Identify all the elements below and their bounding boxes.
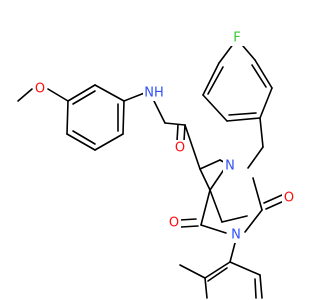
atom-label-ring-o5: O <box>169 216 179 231</box>
bond <box>265 200 285 210</box>
bond <box>207 267 228 282</box>
amide-carbonyl-oxygen-atom: O <box>173 140 187 156</box>
bond <box>122 100 125 135</box>
bond <box>229 261 261 276</box>
bond <box>153 100 166 124</box>
bond <box>200 189 211 226</box>
methoxy-oxygen-atom: O <box>33 81 47 97</box>
amide-nh-atom: NH <box>143 85 165 101</box>
atom-label-fluorine: F <box>233 31 240 46</box>
bond <box>229 242 236 263</box>
bond <box>228 112 257 116</box>
ring-o2-atom: O <box>282 190 296 206</box>
bond <box>66 133 96 151</box>
atom-label-layer: F NH O O N N O O <box>33 30 296 243</box>
bond <box>209 189 223 223</box>
atom-label-ring-n3: N <box>225 159 235 174</box>
bond <box>251 64 267 88</box>
ring-n1-atom: N <box>229 227 243 243</box>
ring-n3-atom: N <box>223 158 237 174</box>
bond <box>204 277 208 299</box>
bond <box>244 209 263 233</box>
bond <box>221 215 248 223</box>
atom-label-ring-o2: O <box>284 191 294 206</box>
bond <box>204 261 231 279</box>
bond <box>180 225 199 228</box>
bond <box>164 122 186 126</box>
bond <box>47 88 69 102</box>
bond <box>259 87 273 119</box>
bond <box>66 100 69 135</box>
molecule-structure: F NH O O N N O O <box>17 30 296 299</box>
bond <box>226 117 261 122</box>
bond <box>259 117 264 148</box>
bond <box>252 177 263 211</box>
bond <box>72 130 96 145</box>
bond <box>247 146 264 169</box>
bond <box>72 90 96 105</box>
bond <box>94 84 125 102</box>
bond <box>199 168 211 191</box>
ring-o5-atom: O <box>167 215 181 231</box>
bond <box>202 62 220 96</box>
atom-label-amide-nh: NH <box>144 86 164 101</box>
bond <box>202 94 228 122</box>
bond <box>183 124 186 142</box>
bond <box>209 167 226 191</box>
bond <box>259 274 263 299</box>
bond-layer <box>17 38 285 299</box>
fluorine-atom: F <box>230 30 244 46</box>
bond <box>254 59 273 89</box>
bond <box>179 264 206 279</box>
bond <box>263 194 283 204</box>
atom-label-amide-o: O <box>175 141 185 156</box>
bond <box>94 133 124 151</box>
bond <box>176 124 179 142</box>
bond <box>179 218 197 221</box>
atom-label-ring-n1: N <box>231 228 241 243</box>
bond <box>200 224 227 234</box>
atom-label-methoxy-o: O <box>35 82 45 97</box>
bond <box>207 66 224 95</box>
bond <box>184 124 201 170</box>
bond <box>254 278 257 299</box>
bond <box>199 159 221 170</box>
bond <box>17 88 33 102</box>
bond <box>67 84 96 102</box>
